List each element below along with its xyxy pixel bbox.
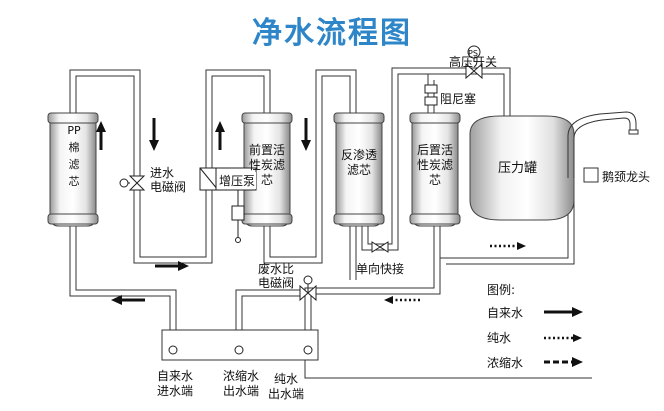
high-pressure-switch (465, 45, 483, 80)
concentrate-outlet-port (234, 345, 244, 355)
high-pressure-switch-label: 高压开关 (449, 55, 498, 69)
ro-label-line2: 滤芯 (346, 163, 371, 177)
pre-carbon-filter (241, 112, 293, 227)
ro-membrane (333, 112, 385, 227)
tap-inlet-label-line2: 进水端 (156, 384, 193, 398)
tap-inlet-label-line1: 自来水 (156, 369, 193, 383)
waste-valve-label-line2: 电磁阀 (258, 276, 295, 290)
legend-pure-water: 纯水 (487, 331, 512, 345)
pre-carbon-label-line1: 前置活 (248, 143, 285, 157)
pre-carbon-label-line2: 性炭滤 (248, 158, 285, 172)
pipes (69, 67, 592, 379)
faucet-label: 鹅颈龙头 (602, 170, 651, 184)
pressure-tank (469, 115, 575, 221)
flow-arrows (96, 118, 526, 305)
legend-glyphs (544, 307, 583, 367)
check-valve (371, 241, 389, 253)
post-carbon-label-line1: 后置活 (416, 143, 453, 157)
inlet-solenoid-valve (119, 175, 146, 191)
pressure-tank-label: 压力罐 (498, 161, 538, 176)
tap-inlet-port (168, 345, 178, 355)
pure-outlet-label-line2: 出水端 (267, 387, 304, 401)
pp-filter (47, 112, 99, 227)
concentrate-outlet-label: 浓缩水 出水端 (217, 369, 265, 399)
waste-valve-label-line1: 废水比 (258, 262, 295, 276)
inlet-valve-label-line2: 电磁阀 (150, 180, 187, 194)
check-valve-label: 单向快接 (356, 262, 405, 276)
pure-outlet-label: 纯水 出水端 (262, 372, 310, 402)
ro-label: 反渗透 滤芯 (336, 148, 382, 178)
damper-plug (424, 84, 438, 106)
legend-concentrate: 浓缩水 (487, 356, 524, 370)
waste-ratio-valve (299, 275, 317, 302)
post-carbon-label-line3: 芯 (428, 173, 441, 187)
inlet-valve-label-line1: 进水 (150, 166, 175, 180)
post-carbon-label-line2: 性炭滤 (416, 158, 453, 172)
pure-outlet-label-line1: 纯水 (273, 372, 298, 386)
pre-carbon-label-line3: 芯 (260, 173, 273, 187)
ro-label-line1: 反渗透 (340, 148, 377, 162)
post-carbon-label: 后置活 性炭滤 芯 (412, 143, 458, 188)
gooseneck-faucet (567, 111, 639, 183)
inlet-valve-label: 进水 电磁阀 (150, 166, 186, 194)
legend-title: 图例: (487, 283, 516, 297)
pre-carbon-label: 前置活 性炭滤 芯 (244, 143, 290, 188)
pure-outlet-port (303, 345, 313, 355)
booster-pump-label: 增压泵 (218, 172, 257, 189)
legend-tap-water: 自来水 (487, 306, 524, 320)
outlet-manifold (161, 329, 319, 361)
tap-inlet-label: 自来水 进水端 (151, 369, 199, 399)
concentrate-outlet-label-line2: 出水端 (222, 384, 259, 398)
concentrate-outlet-label-line1: 浓缩水 (222, 369, 259, 383)
post-carbon-filter (409, 112, 461, 227)
page-title: 净水流程图 (252, 16, 412, 51)
damper-plug-label: 阻尼塞 (440, 92, 477, 106)
waste-valve-label: 废水比 电磁阀 (258, 262, 294, 290)
ps-badge: PS (468, 49, 478, 58)
